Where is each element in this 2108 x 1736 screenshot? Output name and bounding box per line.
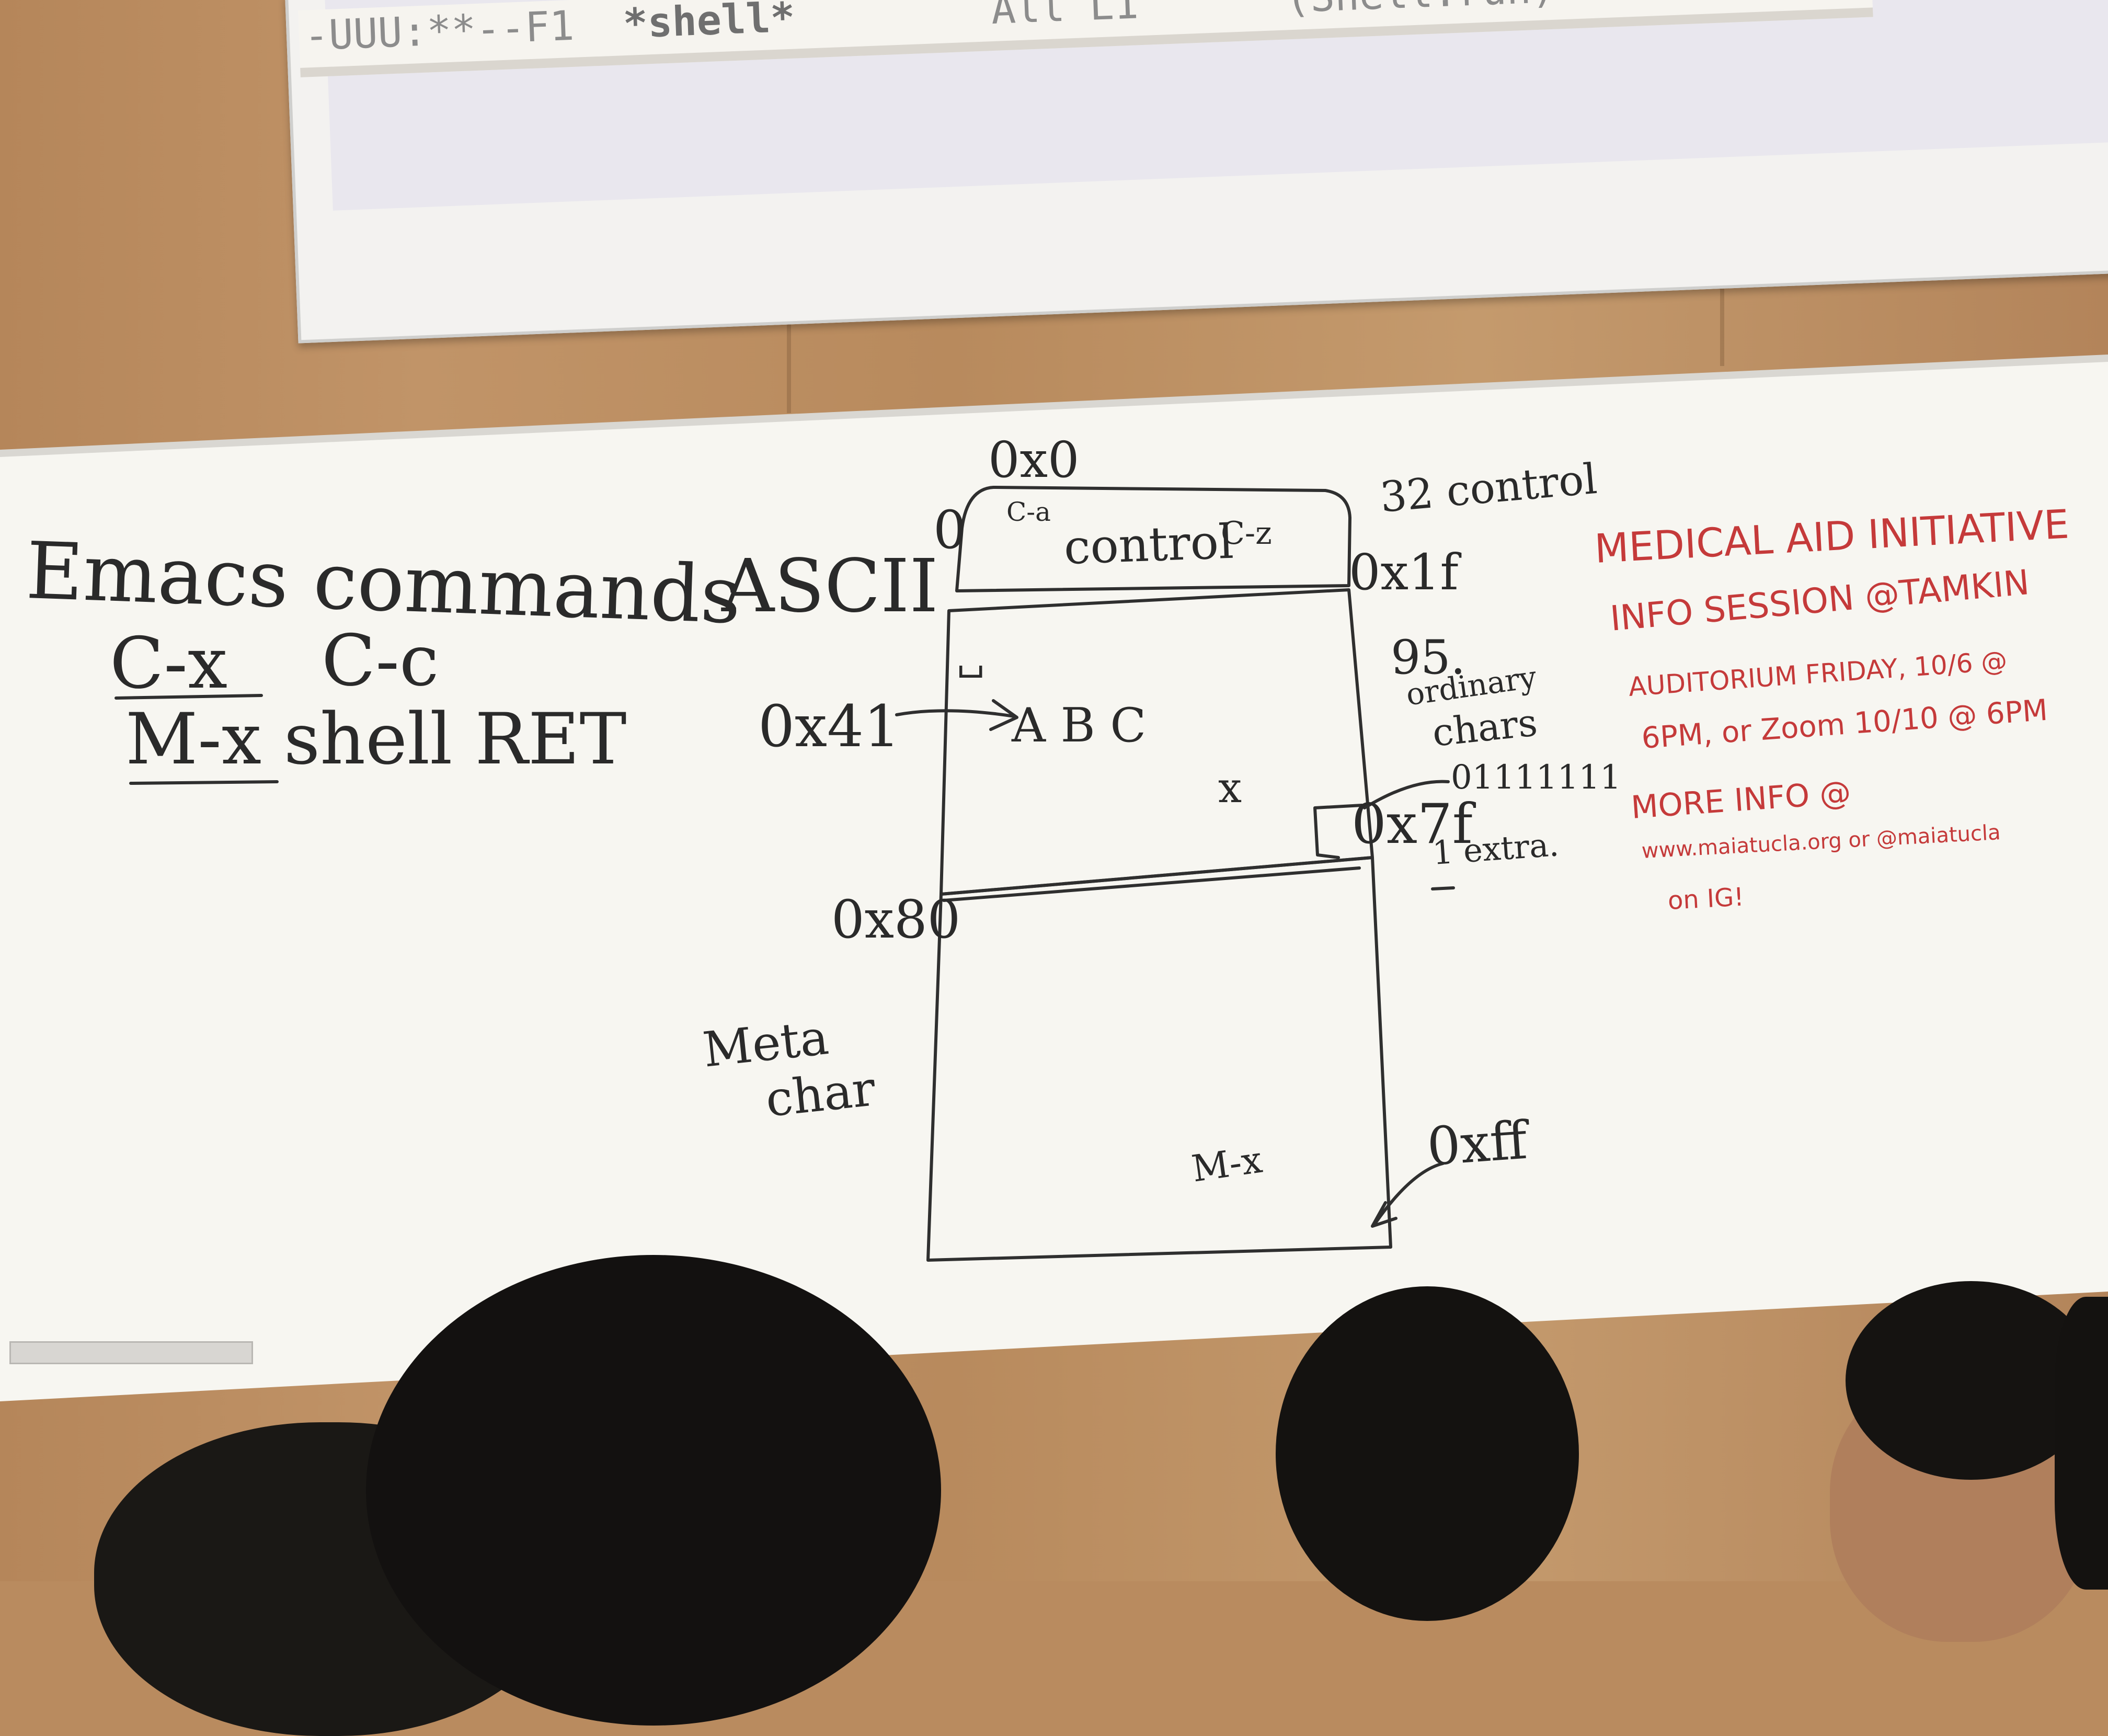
- command-mx-shell-ret: M-x shell RET: [125, 698, 627, 780]
- label-ascii: ASCII: [721, 544, 938, 629]
- label-abc: A B C: [1012, 698, 1147, 753]
- arrow-0x41: [895, 699, 1018, 731]
- arrow-0xff: [1371, 1162, 1445, 1228]
- wall-seam: [1720, 282, 1724, 366]
- underline-cx: [114, 694, 263, 700]
- label-ctrl-a: C-a: [1006, 497, 1051, 527]
- label-95: 95.: [1391, 630, 1466, 685]
- bracket-0x7f: [1313, 804, 1364, 859]
- command-cc: C-c: [322, 620, 439, 702]
- hex-0x1f: 0x1f: [1349, 544, 1459, 601]
- hex-0x80: 0x80: [831, 889, 961, 950]
- whiteboard-drawing: [0, 355, 2108, 1401]
- divider-double-line: [942, 866, 1361, 902]
- label-x-char: x: [1218, 763, 1242, 812]
- meta-box: [926, 856, 1392, 1262]
- audience-head-center: [1276, 1286, 1579, 1621]
- label-binary-01111111: 01111111: [1451, 758, 1621, 797]
- hex-0x7f: 0x7f: [1351, 792, 1473, 856]
- control-box: [955, 486, 1351, 592]
- space-glyph: ␣: [957, 635, 985, 678]
- audience-head-center-left: [366, 1255, 941, 1726]
- wall-seam: [787, 319, 791, 413]
- arrow-0x7f: [1363, 780, 1450, 809]
- hex-0-side: 0: [933, 499, 967, 561]
- underline-mx: [129, 780, 279, 785]
- audience: [94, 1255, 2108, 1736]
- whiteboard-surface: [0, 361, 2108, 1401]
- label-ctrl-z: C-z: [1221, 515, 1272, 552]
- command-cx: C-x: [110, 622, 228, 704]
- hex-0x0-top: 0x0: [988, 431, 1080, 489]
- whiteboard: Emacs commands C-x C-c M-x shell RET ASC…: [0, 355, 2108, 1401]
- whiteboard-frame: [0, 355, 2108, 457]
- marker-tray: [9, 1341, 253, 1364]
- underline-extra: [1431, 886, 1455, 890]
- audience-head-far-right: [2055, 1297, 2108, 1590]
- hex-0x41: 0x41: [758, 693, 900, 760]
